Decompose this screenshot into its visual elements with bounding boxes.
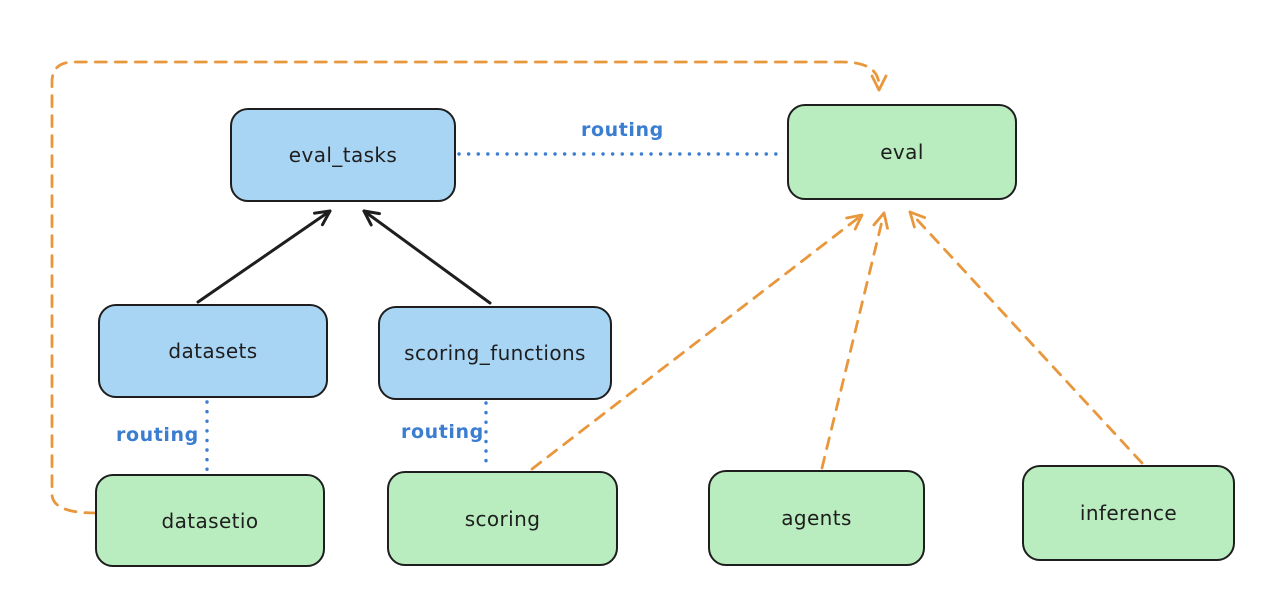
node-scoring-label: scoring bbox=[464, 506, 541, 531]
routing-label-eval-tasks-eval: routing bbox=[581, 119, 664, 141]
node-datasets: datasets bbox=[98, 304, 328, 398]
node-eval-tasks-label: eval_tasks bbox=[288, 143, 398, 167]
node-inference-label: inference bbox=[1079, 501, 1178, 525]
edge-datasetio-to-eval bbox=[50, 60, 888, 515]
node-agents-label: agents bbox=[781, 506, 852, 530]
edge-scoring-to-eval bbox=[530, 213, 864, 471]
node-inference: inference bbox=[1022, 465, 1235, 561]
node-datasetio: datasetio bbox=[95, 474, 325, 567]
node-eval-tasks: eval_tasks bbox=[230, 108, 456, 202]
edge-datasets-to-eval-tasks bbox=[196, 209, 332, 304]
node-datasets-label: datasets bbox=[168, 339, 258, 363]
node-eval: eval bbox=[787, 104, 1017, 200]
node-scoring-functions-label: scoring_functions bbox=[404, 341, 586, 365]
node-scoring-functions: scoring_functions bbox=[378, 306, 612, 400]
node-eval-label: eval bbox=[880, 140, 924, 164]
edge-agents-to-eval bbox=[820, 211, 889, 470]
edge-inference-to-eval bbox=[908, 210, 1144, 465]
routing-label-datasets-datasetio: routing bbox=[116, 424, 199, 446]
node-agents: agents bbox=[708, 470, 925, 566]
routing-label-scoring-functions-scoring: routing bbox=[401, 421, 484, 443]
node-scoring: scoring bbox=[387, 471, 618, 566]
node-datasetio-label: datasetio bbox=[161, 508, 259, 533]
edge-scoring-functions-to-eval-tasks bbox=[362, 209, 492, 305]
